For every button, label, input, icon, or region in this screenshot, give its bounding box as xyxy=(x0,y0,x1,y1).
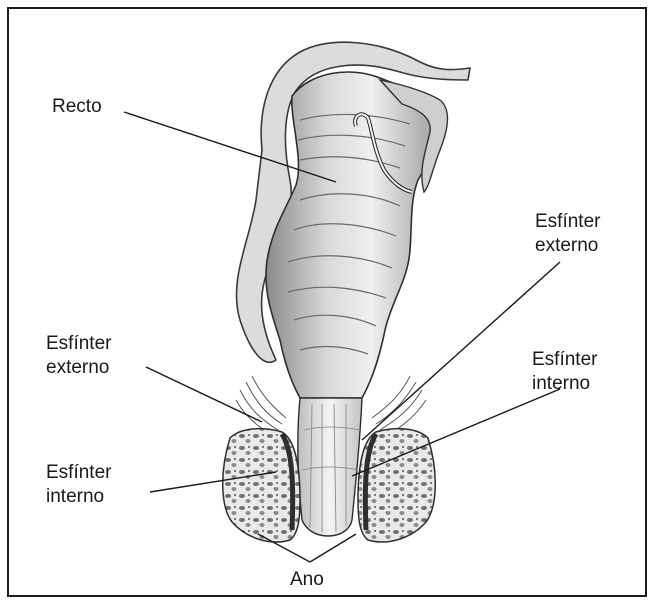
label-line-1: Esfínter xyxy=(535,210,600,234)
label-line-2: externo xyxy=(46,356,111,380)
label-ano: Ano xyxy=(290,568,324,592)
label-esfinter-interno-left: Esfínter interno xyxy=(46,461,111,509)
label-esfinter-externo-left: Esfínter externo xyxy=(46,332,111,380)
label-esfinter-externo-right: Esfínter externo xyxy=(535,210,600,258)
label-line-1: Esfínter xyxy=(46,461,111,485)
label-esfinter-interno-right: Esfínter interno xyxy=(532,348,597,396)
label-line-2: interno xyxy=(532,372,597,396)
label-line-1: Esfínter xyxy=(46,332,111,356)
label-line-2: externo xyxy=(535,234,600,258)
label-line-1: Esfínter xyxy=(532,348,597,372)
label-recto: Recto xyxy=(52,95,102,119)
label-line-2: interno xyxy=(46,485,111,509)
